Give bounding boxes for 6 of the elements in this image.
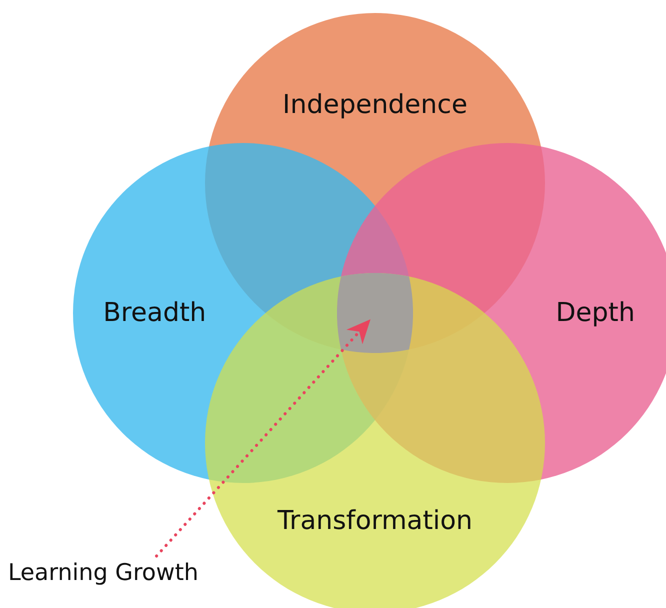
circle-label: Transformation: [277, 506, 473, 536]
circle-label: Breadth: [103, 298, 206, 328]
callout-label: Learning Growth: [8, 560, 198, 586]
circle-label: Independence: [282, 90, 468, 120]
leader-line: [155, 319, 371, 558]
circle-label: Depth: [556, 298, 635, 328]
